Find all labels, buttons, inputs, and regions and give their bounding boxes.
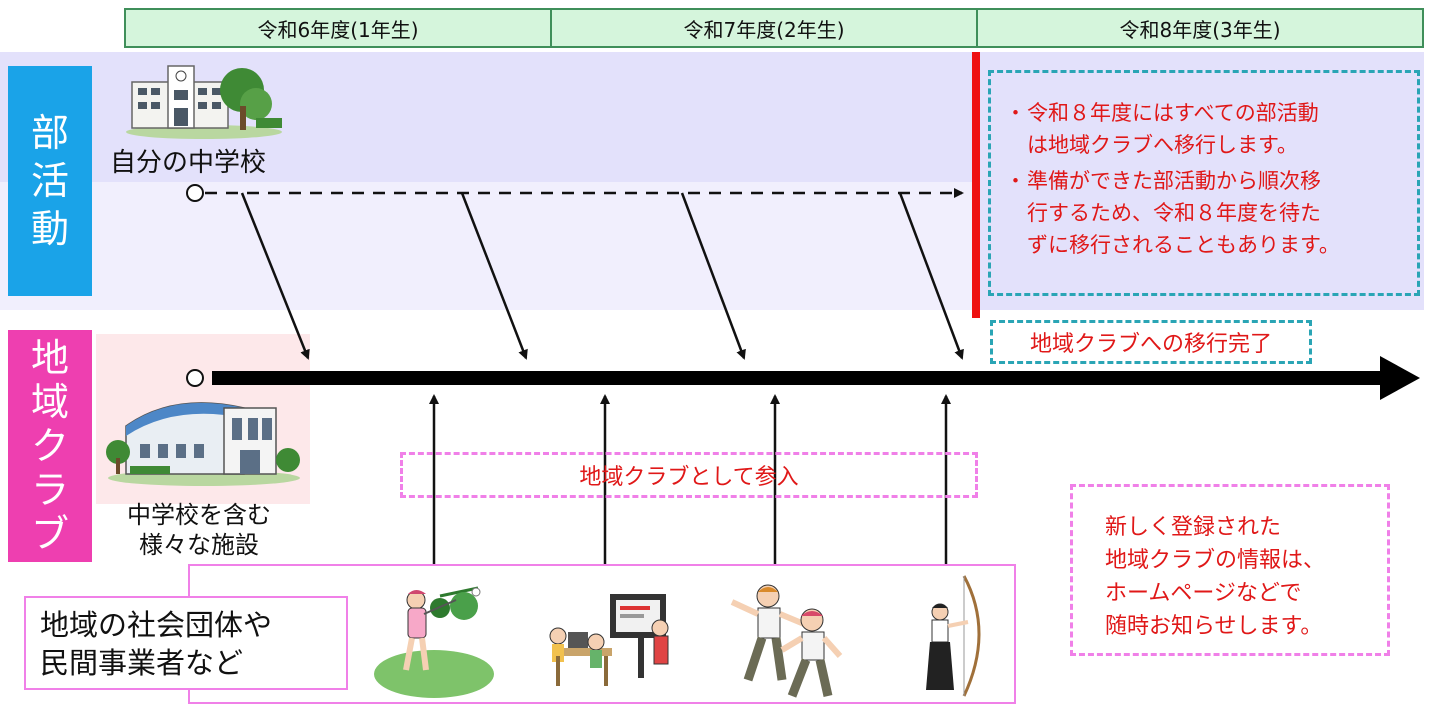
transition-arrow	[240, 192, 310, 360]
info-note-line: ホームページなどで	[1105, 581, 1302, 606]
computer-class-icon	[549, 594, 669, 686]
bukatsu-band-lower	[0, 182, 975, 310]
club-start-circle	[186, 369, 204, 387]
community-label: 地域の社会団体や 民間事業者など	[24, 596, 348, 690]
club-row-label: 地 域 ク ラ ブ	[8, 330, 92, 562]
info-note-line: 随時お知らせします。	[1105, 614, 1323, 639]
archer-icon	[926, 575, 981, 697]
club-char: 地	[30, 336, 69, 380]
note-bullet-2: ・ 準備ができた部活動から順次移 行するため、令和８年度を待た ずに移行されるこ…	[1005, 165, 1417, 261]
club-char: ブ	[30, 512, 69, 556]
club-main-arrow-shaft	[212, 371, 1384, 385]
transition-arrow	[680, 192, 746, 360]
transition-notes-box: ・ 令和８年度にはすべての部活動 は地域クラブへ移行します。 ・ 準備ができた部…	[988, 70, 1420, 296]
bullet-mark: ・	[1005, 101, 1026, 125]
note-line: 準備ができた部活動から順次移	[1027, 169, 1321, 193]
transition-complete-label: 地域クラブへの移行完了	[990, 320, 1312, 364]
note-line: 行するため、令和８年度を待た	[1027, 201, 1321, 225]
bukatsu-start-circle	[186, 184, 204, 202]
year-header-r7: 令和7年度(2年生)	[550, 8, 978, 48]
community-label-line: 地域の社会団体や	[40, 608, 273, 642]
transition-arrow	[898, 192, 964, 360]
club-char: ク	[30, 424, 69, 468]
note-line: ずに移行されることもあります。	[1027, 233, 1340, 257]
club-char: 域	[30, 380, 69, 424]
bukatsu-row-label: 部 活 動	[8, 66, 92, 296]
bukatsu-char: 動	[30, 207, 69, 251]
bukatsu-char: 活	[30, 159, 69, 203]
bukatsu-char: 部	[30, 111, 69, 155]
facility-caption-line: 中学校を含む	[127, 501, 271, 529]
gymnasium-icon	[106, 402, 300, 486]
club-main-arrow-head	[1380, 356, 1420, 400]
school-building-icon	[126, 65, 282, 139]
dancers-icon	[730, 584, 843, 698]
note-line: は地域クラブへ移行します。	[1027, 133, 1298, 157]
facility-caption-line: 様々な施設	[139, 531, 259, 559]
year-header-r8: 令和8年度(3年生)	[976, 8, 1424, 48]
info-note-box: 新しく登録された 地域クラブの情報は、 ホームページなどで 随時お知らせします。	[1070, 484, 1390, 656]
info-note-line: 新しく登録された	[1105, 515, 1282, 540]
facility-caption: 中学校を含む 様々な施設	[104, 500, 294, 560]
transition-deadline-bar	[972, 52, 980, 318]
note-bullet-1: ・ 令和８年度にはすべての部活動 は地域クラブへ移行します。	[1005, 97, 1417, 161]
golf-player-icon	[374, 586, 494, 698]
club-char: ラ	[30, 468, 69, 512]
community-label-line: 民間事業者など	[40, 646, 244, 680]
join-as-club-label: 地域クラブとして参入	[400, 452, 978, 498]
bullet-mark: ・	[1005, 169, 1026, 193]
school-caption: 自分の中学校	[110, 148, 267, 178]
transition-arrow	[460, 192, 528, 360]
note-line: 令和８年度にはすべての部活動	[1027, 101, 1319, 125]
year-header-r6: 令和6年度(1年生)	[124, 8, 552, 48]
info-note-line: 地域クラブの情報は、	[1105, 548, 1326, 573]
